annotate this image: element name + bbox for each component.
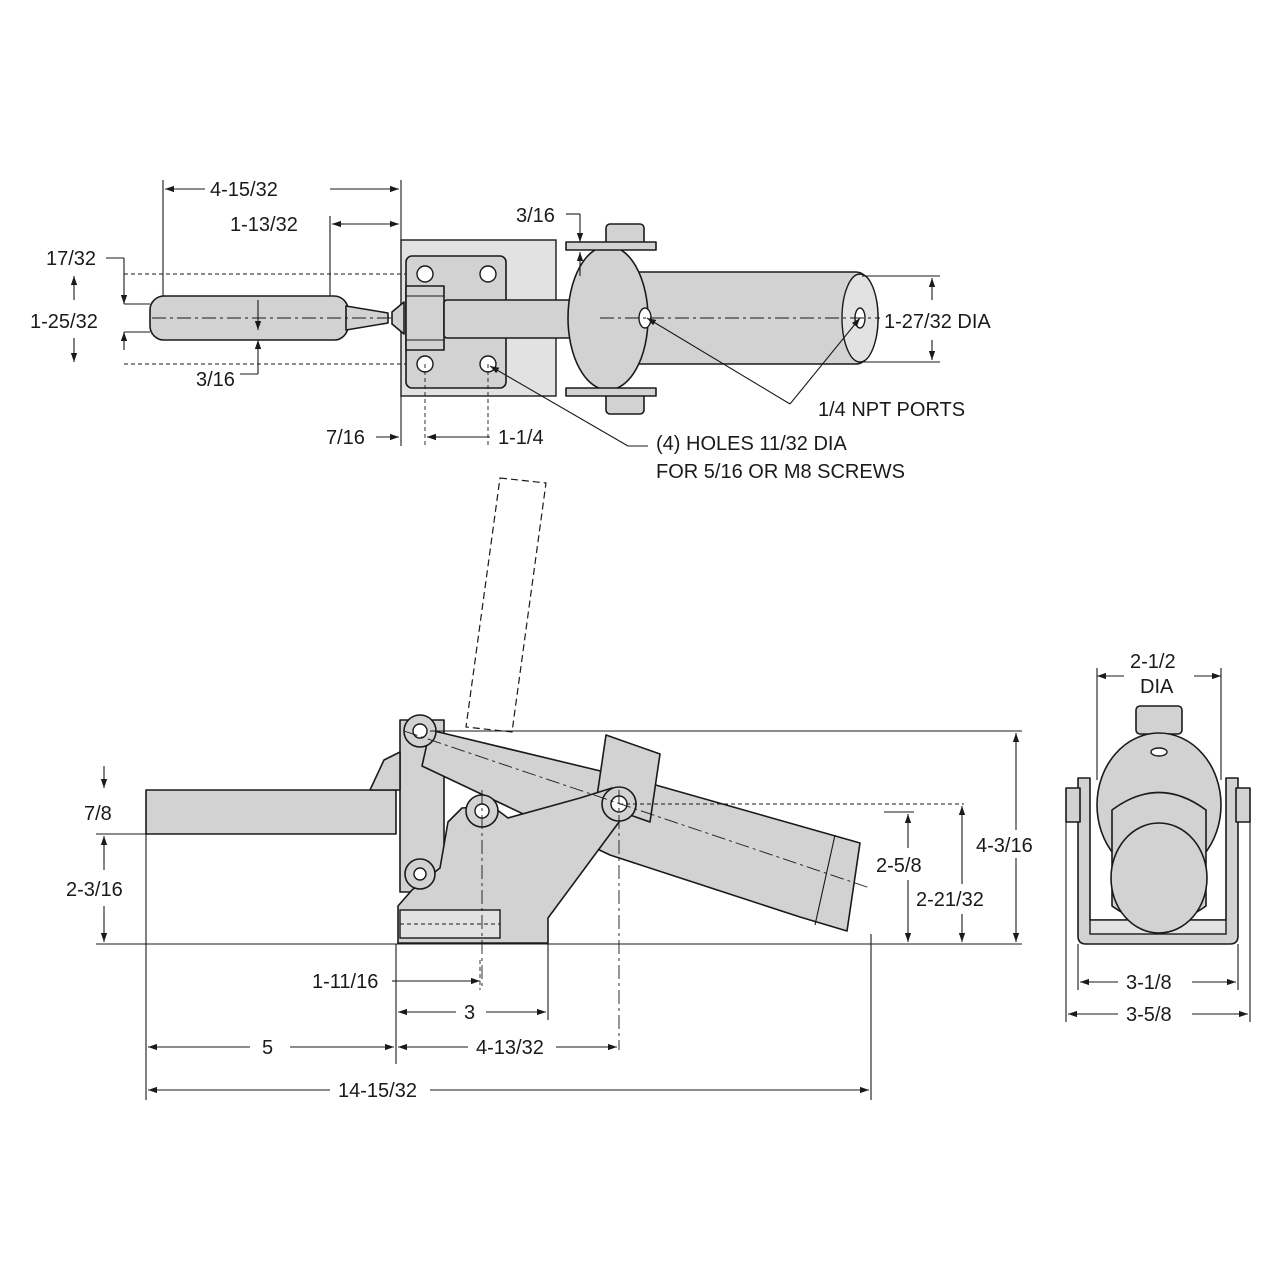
- side-dim-2-21-32: 2-21/32: [916, 889, 984, 911]
- end-top-fitting: [1135, 705, 1183, 735]
- top-note-ports: 1/4 NPT PORTS: [818, 399, 965, 421]
- side-dim-5: 5: [262, 1037, 273, 1059]
- end-dim-dia-2: DIA: [1140, 676, 1174, 698]
- side-dim-1-11-16: 1-11/16: [312, 971, 378, 993]
- side-dim-4-13-32: 4-13/32: [476, 1037, 544, 1059]
- top-view: 4-15/32 1-13/32 3/16 17/32 1-25/32 3/16 …: [30, 179, 991, 483]
- top-dim-3-16-lower: 3/16: [196, 369, 235, 391]
- side-ghost-handle: [465, 477, 547, 733]
- side-dim-2-3-16: 2-3/16: [66, 879, 123, 901]
- top-mount-hole-1: [416, 265, 434, 283]
- end-dim-3-1-8: 3-1/8: [1126, 972, 1172, 994]
- top-mount-hole-2: [479, 265, 497, 283]
- end-cylinder-face: [1110, 822, 1208, 934]
- top-dim-cylinder-dia: 1-27/32 DIA: [884, 311, 991, 333]
- end-dim-dia-1: 2-1/2: [1130, 651, 1176, 673]
- top-dim-1-25-32: 1-25/32: [30, 311, 98, 333]
- top-dim-4-15-32: 4-15/32: [210, 179, 278, 201]
- side-dim-4-3-16: 4-3/16: [976, 835, 1033, 857]
- side-dim-3: 3: [464, 1002, 475, 1024]
- top-dim-1-13-32: 1-13/32: [230, 214, 298, 236]
- top-dim-7-16: 7/16: [326, 427, 365, 449]
- end-view: 2-1/2 DIA 3-1/8 3-5/8: [1065, 651, 1251, 1026]
- top-dim-17-32: 17/32: [46, 248, 96, 270]
- end-dim-3-5-8: 3-5/8: [1126, 1004, 1172, 1026]
- side-cylinder-body: [421, 729, 861, 932]
- side-handle-bar: [145, 789, 397, 835]
- top-note-holes-2: FOR 5/16 OR M8 SCREWS: [656, 461, 905, 483]
- side-view: 7/8 2-3/16 2-5/8 2-21/32 4-3/16 1-11/16 …: [66, 477, 1033, 1102]
- top-handle-neck: [345, 305, 389, 331]
- side-dim-14-15-32: 14-15/32: [338, 1080, 417, 1102]
- top-note-holes-1: (4) HOLES 11/32 DIA: [656, 433, 847, 455]
- top-dim-1-1-4: 1-1/4: [498, 427, 544, 449]
- top-dim-3-16-upper: 3/16: [516, 205, 555, 227]
- side-dim-7-8: 7/8: [84, 803, 112, 825]
- side-dim-2-5-8: 2-5/8: [876, 855, 922, 877]
